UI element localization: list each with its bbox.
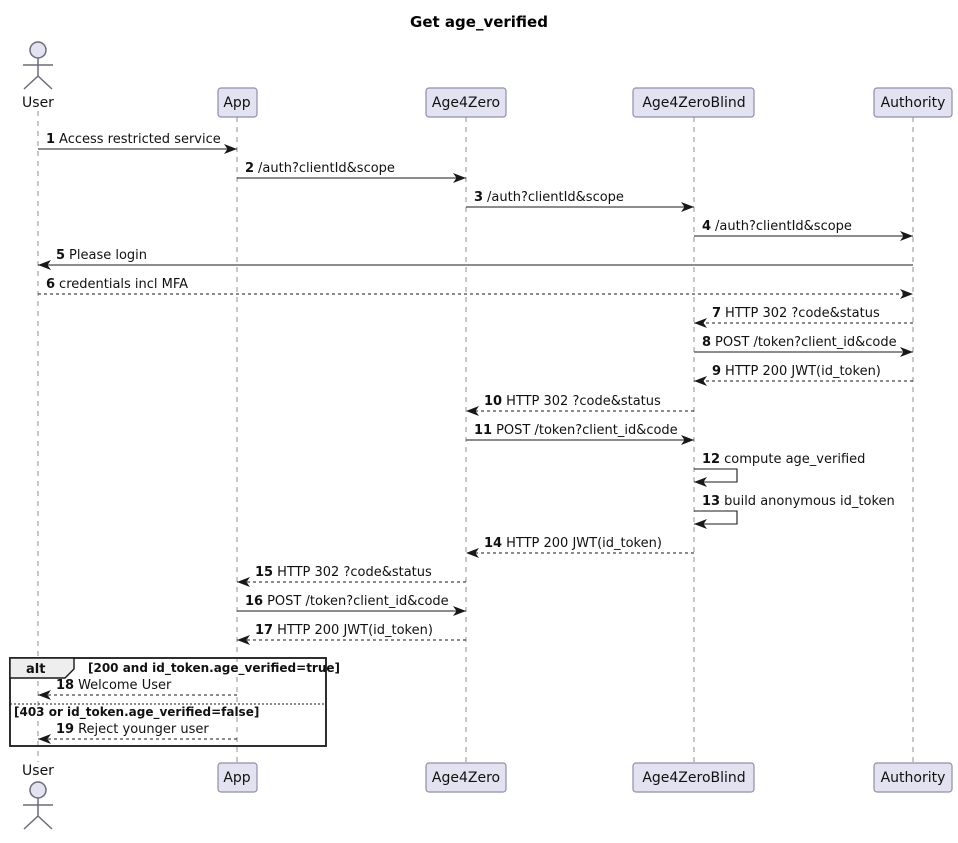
participant-top-age4zeroblind: Age4ZeroBlind bbox=[632, 87, 755, 118]
participant-top-age4zero: Age4Zero bbox=[425, 87, 507, 118]
message-4: 4/auth?clientId&scope bbox=[694, 219, 913, 241]
participant-box bbox=[425, 762, 507, 793]
participant-label: Authority bbox=[881, 95, 946, 111]
participant-box bbox=[873, 87, 953, 118]
actor-user-bottom: User bbox=[22, 763, 54, 830]
message-label: 2/auth?clientId&scope bbox=[245, 161, 395, 176]
participant-bottom-authority: Authority bbox=[873, 762, 953, 793]
message-label: 3/auth?clientId&scope bbox=[474, 190, 624, 205]
actor-head bbox=[29, 41, 47, 59]
participant-box bbox=[217, 762, 258, 793]
alt-guard-false: [403 or id_token.age_verified=false] bbox=[14, 705, 259, 720]
participant-bottom-age4zero: Age4Zero bbox=[425, 762, 507, 793]
participant-box bbox=[425, 87, 507, 118]
participant-label: Age4Zero bbox=[432, 770, 500, 786]
alt-operator-tab bbox=[9, 657, 75, 679]
participant-label: App bbox=[223, 770, 250, 786]
participant-top-app: App bbox=[217, 87, 258, 118]
alt-operator-label: alt bbox=[26, 662, 45, 677]
actor-head bbox=[29, 781, 47, 799]
message-3: 3/auth?clientId&scope bbox=[466, 190, 694, 212]
actor-body bbox=[23, 58, 53, 90]
actor-label: User bbox=[22, 95, 54, 111]
participant-label: Age4Zero bbox=[432, 95, 500, 111]
alt-frame-border bbox=[9, 657, 327, 747]
participant-box bbox=[632, 762, 755, 793]
alt-guard-true: [200 and id_token.age_verified=true] bbox=[88, 661, 340, 676]
message-label: 4/auth?clientId&scope bbox=[702, 219, 852, 234]
participant-box bbox=[873, 762, 953, 793]
message-line bbox=[694, 510, 738, 529]
diagram-title: Get age_verified bbox=[410, 13, 548, 31]
participant-box bbox=[632, 87, 755, 118]
message-2: 2/auth?clientId&scope bbox=[237, 161, 466, 183]
actor-body bbox=[23, 798, 53, 830]
participant-top-authority: Authority bbox=[873, 87, 953, 118]
message-line bbox=[694, 468, 738, 487]
participant-label: Age4ZeroBlind bbox=[642, 770, 745, 786]
participant-box bbox=[217, 87, 258, 118]
participant-label: Age4ZeroBlind bbox=[642, 95, 745, 111]
alt-frame: alt [200 and id_token.age_verified=true]… bbox=[9, 657, 340, 747]
participant-label: App bbox=[223, 95, 250, 111]
actor-user-top: User bbox=[22, 41, 54, 111]
actor-label: User bbox=[22, 763, 54, 779]
participant-bottom-age4zeroblind: Age4ZeroBlind bbox=[632, 762, 755, 793]
participant-bottom-app: App bbox=[217, 762, 258, 793]
participant-label: Authority bbox=[881, 770, 946, 786]
